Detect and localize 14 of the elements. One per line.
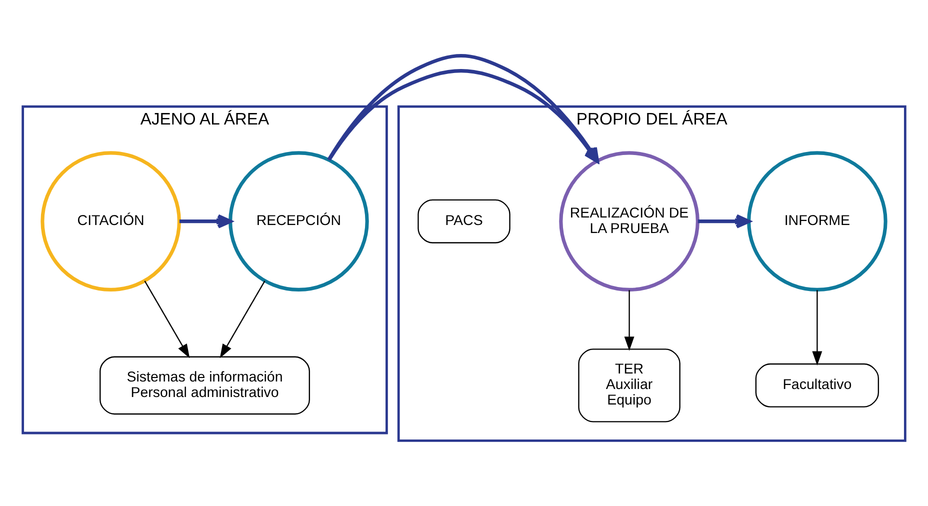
arrow	[179, 214, 232, 228]
node-box: Facultativo	[755, 363, 879, 408]
arrow	[144, 280, 190, 358]
node-box: Sistemas de información Personal administrativo	[100, 356, 310, 415]
node-circle: RECEPCIÓN	[228, 151, 369, 292]
node-circle: INFORME	[747, 151, 888, 292]
node-box: TER Auxiliar Equipo	[578, 348, 680, 422]
node-circle: REALIZACIÓN DE LA PRUEBA	[559, 151, 700, 292]
arrow	[220, 280, 266, 358]
node-box: PACS	[418, 199, 510, 244]
arrow	[698, 214, 750, 228]
arrow	[624, 290, 634, 351]
arrow	[812, 290, 822, 366]
node-circle: CITACIÓN	[40, 151, 181, 292]
